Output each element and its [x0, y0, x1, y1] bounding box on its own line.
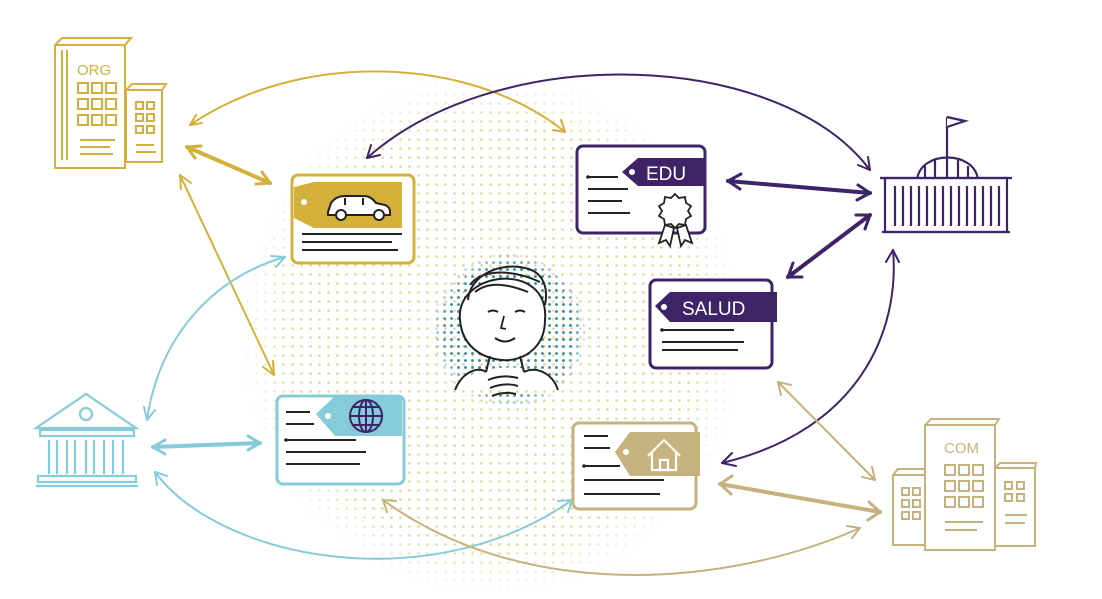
- arrow-car-to-gov-purple: [366, 73, 871, 171]
- arrow-house-to-gov-purple: [721, 249, 895, 464]
- arrow-org-to-globe-gold: [179, 174, 275, 376]
- arrow-org-to-edu-gold: [189, 70, 566, 133]
- arrow-org-to-car-gold: [185, 145, 272, 185]
- card-health: SALUD: [648, 278, 777, 370]
- arrow-bank-to-house-teal: [154, 471, 573, 560]
- bank-building-icon: [32, 392, 140, 488]
- edu-tag-label: EDU: [646, 164, 686, 185]
- house-icon: [647, 438, 681, 472]
- org-label: ORG: [77, 62, 111, 79]
- car-icon: [327, 195, 391, 221]
- arrow-salud-to-com-tan: [777, 381, 876, 481]
- com-building: [892, 418, 1038, 551]
- card-education: EDU: [575, 144, 707, 249]
- org-building: [54, 37, 168, 169]
- globe-icon: [349, 399, 383, 433]
- arrow-bank-to-car-teal: [146, 256, 286, 421]
- capitol-building-icon: [880, 115, 1012, 234]
- card-global: [275, 394, 406, 486]
- com-label: COM: [944, 440, 979, 457]
- arrow-house-to-com-tan: [718, 482, 882, 514]
- arrow-globe-to-com-tan: [382, 499, 861, 576]
- arrow-salud-to-gov-purple: [786, 213, 872, 279]
- award-seal-icon: [657, 192, 694, 249]
- connector-arrows: [143, 70, 900, 576]
- card-housing: [571, 421, 700, 511]
- arrow-edu-to-gov-purple: [726, 179, 872, 195]
- arrow-bank-to-globe-teal: [151, 441, 262, 449]
- person-portrait-icon: [429, 254, 585, 410]
- card-vehicle: [290, 173, 416, 265]
- salud-tag-label: SALUD: [682, 299, 745, 320]
